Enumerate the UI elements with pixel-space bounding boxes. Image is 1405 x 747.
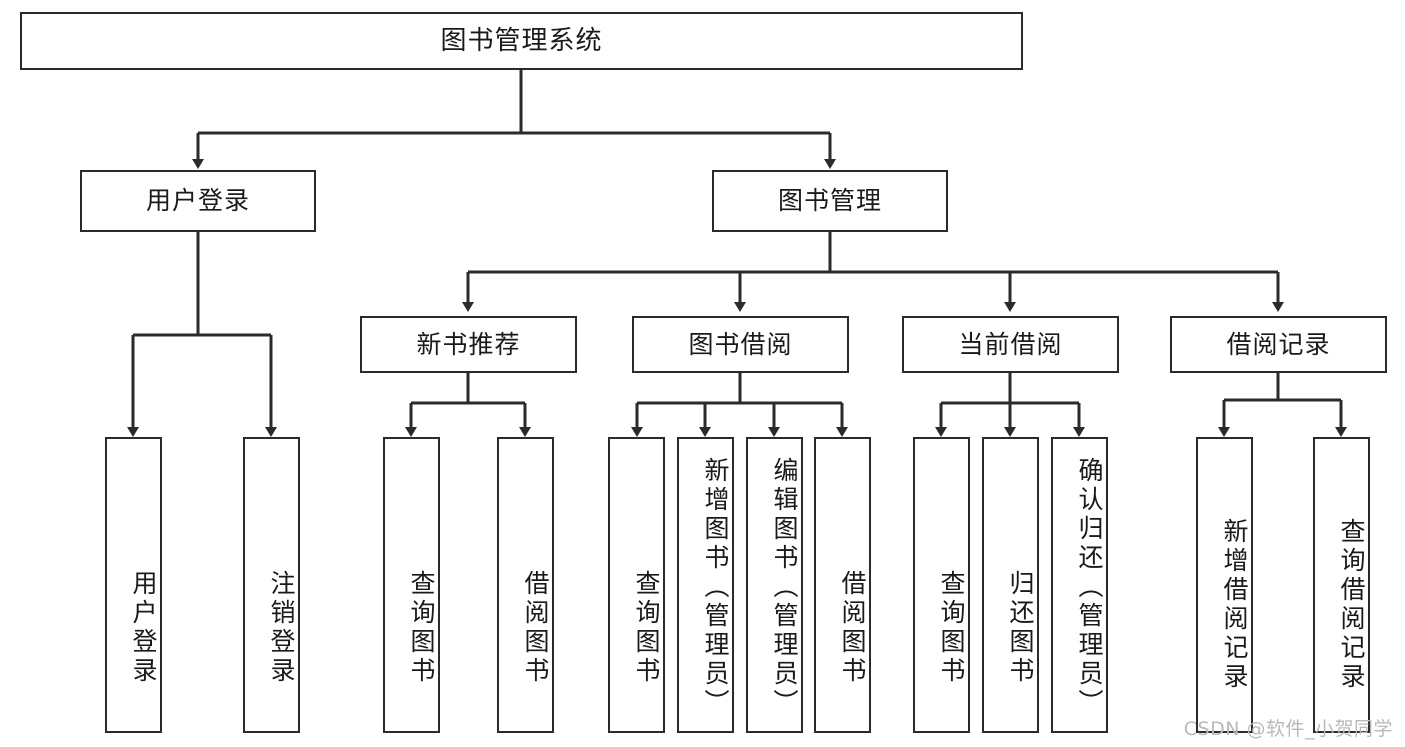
node-book-manage-label: 图书管理 — [777, 186, 882, 216]
leaf-query-book-1[interactable]: 查询图书 — [383, 437, 440, 733]
leaf-return-book[interactable]: 归还图书 — [982, 437, 1039, 733]
leaf-borrow-book-1-label: 借阅图书 — [521, 570, 550, 686]
leaf-user-login[interactable]: 用户登录 — [105, 437, 162, 733]
node-borrow-record-label: 借阅记录 — [1226, 329, 1331, 359]
leaf-query-book-2-label: 查询图书 — [632, 570, 661, 686]
leaf-add-record[interactable]: 新增借阅记录 — [1196, 437, 1253, 733]
leaf-add-book-label: 新增图书（管理员） — [701, 456, 730, 718]
csdn-watermark: CSDN @软件_小贺同学 — [1183, 718, 1393, 740]
leaf-query-book-1-label: 查询图书 — [407, 570, 436, 686]
node-root[interactable]: 图书管理系统 — [20, 12, 1023, 70]
leaf-confirm-return[interactable]: 确认归还（管理员） — [1051, 437, 1108, 733]
leaf-user-login-label: 用户登录 — [129, 570, 158, 686]
leaf-edit-book[interactable]: 编辑图书（管理员） — [746, 437, 803, 733]
leaf-borrow-book-2[interactable]: 借阅图书 — [814, 437, 871, 733]
leaf-confirm-return-label: 确认归还（管理员） — [1075, 456, 1104, 718]
leaf-query-book-3[interactable]: 查询图书 — [913, 437, 970, 733]
node-user-login-label: 用户登录 — [145, 186, 250, 216]
node-current-borrow-label: 当前借阅 — [958, 329, 1063, 359]
node-root-label: 图书管理系统 — [440, 25, 603, 56]
leaf-query-record-label: 查询借阅记录 — [1337, 518, 1366, 692]
node-book-borrow-label: 图书借阅 — [688, 329, 793, 359]
node-book-borrow[interactable]: 图书借阅 — [632, 316, 849, 373]
node-book-manage[interactable]: 图书管理 — [712, 170, 948, 232]
leaf-borrow-book-1[interactable]: 借阅图书 — [497, 437, 554, 733]
node-current-borrow[interactable]: 当前借阅 — [902, 316, 1119, 373]
leaf-return-book-label: 归还图书 — [1006, 570, 1035, 686]
leaf-add-record-label: 新增借阅记录 — [1220, 518, 1249, 692]
node-new-book-recommend-label: 新书推荐 — [416, 329, 521, 359]
leaf-query-book-3-label: 查询图书 — [937, 570, 966, 686]
leaf-query-record[interactable]: 查询借阅记录 — [1313, 437, 1370, 733]
node-user-login[interactable]: 用户登录 — [80, 170, 316, 232]
leaf-add-book[interactable]: 新增图书（管理员） — [677, 437, 734, 733]
leaf-user-logout[interactable]: 注销登录 — [243, 437, 300, 733]
leaf-query-book-2[interactable]: 查询图书 — [608, 437, 665, 733]
leaf-edit-book-label: 编辑图书（管理员） — [770, 456, 799, 718]
leaf-borrow-book-2-label: 借阅图书 — [838, 570, 867, 686]
leaf-user-logout-label: 注销登录 — [267, 570, 296, 686]
node-borrow-record[interactable]: 借阅记录 — [1170, 316, 1387, 373]
node-new-book-recommend[interactable]: 新书推荐 — [360, 316, 577, 373]
